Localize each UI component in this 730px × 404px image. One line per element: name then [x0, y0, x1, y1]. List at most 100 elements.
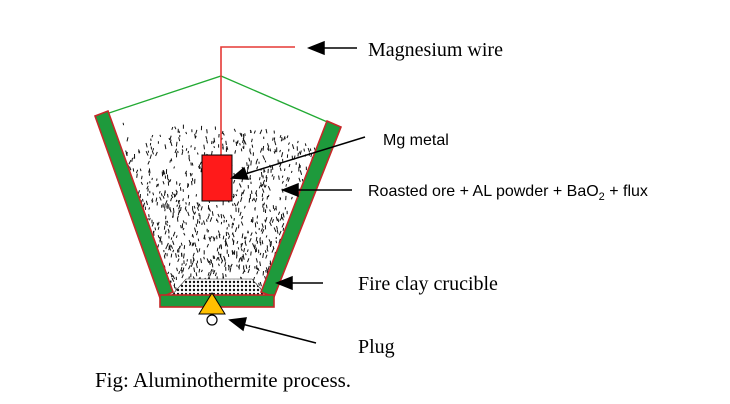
- charge-speck: [242, 146, 245, 150]
- charge-speck: [207, 230, 210, 233]
- charge-speck: [193, 205, 196, 209]
- charge-speck: [193, 267, 196, 273]
- charge-speck: [206, 129, 208, 134]
- charge-speck: [157, 235, 160, 238]
- charge-speck: [181, 274, 184, 279]
- label-mg-metal: Mg metal: [383, 132, 449, 149]
- charge-speck: [261, 229, 265, 234]
- charge-speck: [217, 251, 220, 256]
- charge-speck: [200, 206, 203, 211]
- charge-speck: [200, 168, 202, 173]
- charge-speck: [198, 203, 201, 207]
- charge-speck: [170, 245, 174, 249]
- charge-speck: [198, 248, 201, 252]
- charge-speck: [259, 129, 263, 135]
- charge-speck: [237, 247, 240, 250]
- figure-caption: Fig: Aluminothermite process.: [95, 368, 352, 392]
- charge-speck: [180, 242, 183, 246]
- charge-speck: [209, 235, 213, 240]
- charge-speck: [243, 257, 245, 260]
- charge-speck: [281, 180, 284, 184]
- charge-speck: [194, 242, 197, 248]
- charge-speck: [178, 270, 181, 275]
- charge-speck: [149, 217, 151, 221]
- charge-speck: [194, 227, 197, 233]
- charge-speck: [192, 258, 195, 263]
- charge-speck: [259, 147, 263, 153]
- charge-speck: [241, 233, 244, 239]
- charge-speck: [169, 159, 171, 163]
- charge-speck: [145, 200, 148, 206]
- charge-speck: [172, 249, 175, 253]
- charge-speck: [207, 215, 210, 220]
- charge-speck: [206, 243, 209, 248]
- charge-speck: [167, 178, 171, 183]
- charge-speck: [181, 149, 184, 152]
- charge-speck: [251, 138, 253, 143]
- charge-speck: [264, 250, 267, 254]
- charge-speck: [242, 133, 245, 138]
- charge-speck: [166, 203, 168, 208]
- charge-speck: [243, 236, 246, 240]
- charge-speck: [174, 193, 178, 197]
- charge-speck: [178, 245, 181, 249]
- charge-speck: [241, 255, 244, 259]
- charge-speck: [291, 196, 293, 200]
- charge-speck: [177, 258, 180, 263]
- plug-hole: [206, 314, 218, 326]
- charge-speck: [188, 202, 190, 206]
- charge-speck: [279, 167, 282, 172]
- charge-speck: [196, 207, 200, 211]
- charge-speck: [190, 262, 194, 267]
- charge-speck: [169, 139, 172, 143]
- charge-speck: [172, 240, 175, 245]
- charge-speck: [172, 275, 175, 280]
- charge-speck: [140, 181, 143, 186]
- charge-speck: [246, 249, 249, 253]
- charge-speck: [273, 150, 276, 154]
- charge-speck: [288, 163, 291, 168]
- charge-speck: [307, 147, 311, 153]
- charge-speck: [151, 150, 154, 155]
- charge-speck: [239, 257, 243, 262]
- charge-speck: [177, 254, 180, 258]
- charge-speck: [267, 185, 271, 191]
- charge-speck: [261, 223, 264, 228]
- charge-speck: [271, 174, 274, 177]
- charge-speck: [267, 265, 270, 271]
- charge-speck: [279, 134, 282, 138]
- charge-speck: [260, 171, 263, 177]
- charge-speck: [216, 257, 219, 261]
- charge-speck: [172, 231, 176, 237]
- charge-speck: [230, 264, 233, 268]
- charge-speck: [255, 236, 258, 242]
- lid-line: [102, 75, 333, 125]
- charge-speck: [232, 203, 234, 207]
- charge-speck: [135, 169, 139, 174]
- charge-speck: [240, 221, 244, 226]
- charge-speck: [209, 259, 213, 264]
- charge-speck: [175, 141, 178, 147]
- charge-speck: [258, 282, 260, 286]
- charge-speck: [181, 151, 184, 156]
- charge-speck: [236, 240, 239, 244]
- charge-speck: [249, 150, 252, 155]
- charge-speck: [284, 136, 286, 140]
- charge-speck: [217, 263, 220, 267]
- charge-speck: [167, 193, 169, 198]
- charge-speck: [247, 268, 250, 274]
- charge-speck: [247, 230, 249, 234]
- charge-speck: [272, 137, 274, 141]
- charge-speck: [151, 177, 153, 181]
- charge-speck: [151, 198, 154, 202]
- charge-speck: [236, 264, 238, 267]
- charge-speck: [213, 137, 216, 143]
- charge-speck: [162, 195, 165, 199]
- plug-triangle: [198, 292, 226, 315]
- charge-speck: [236, 189, 238, 192]
- charge-speck: [234, 227, 238, 233]
- charge-speck: [122, 122, 125, 126]
- charge-speck: [197, 238, 200, 242]
- charge-speck: [182, 220, 185, 224]
- charge-speck: [274, 140, 277, 146]
